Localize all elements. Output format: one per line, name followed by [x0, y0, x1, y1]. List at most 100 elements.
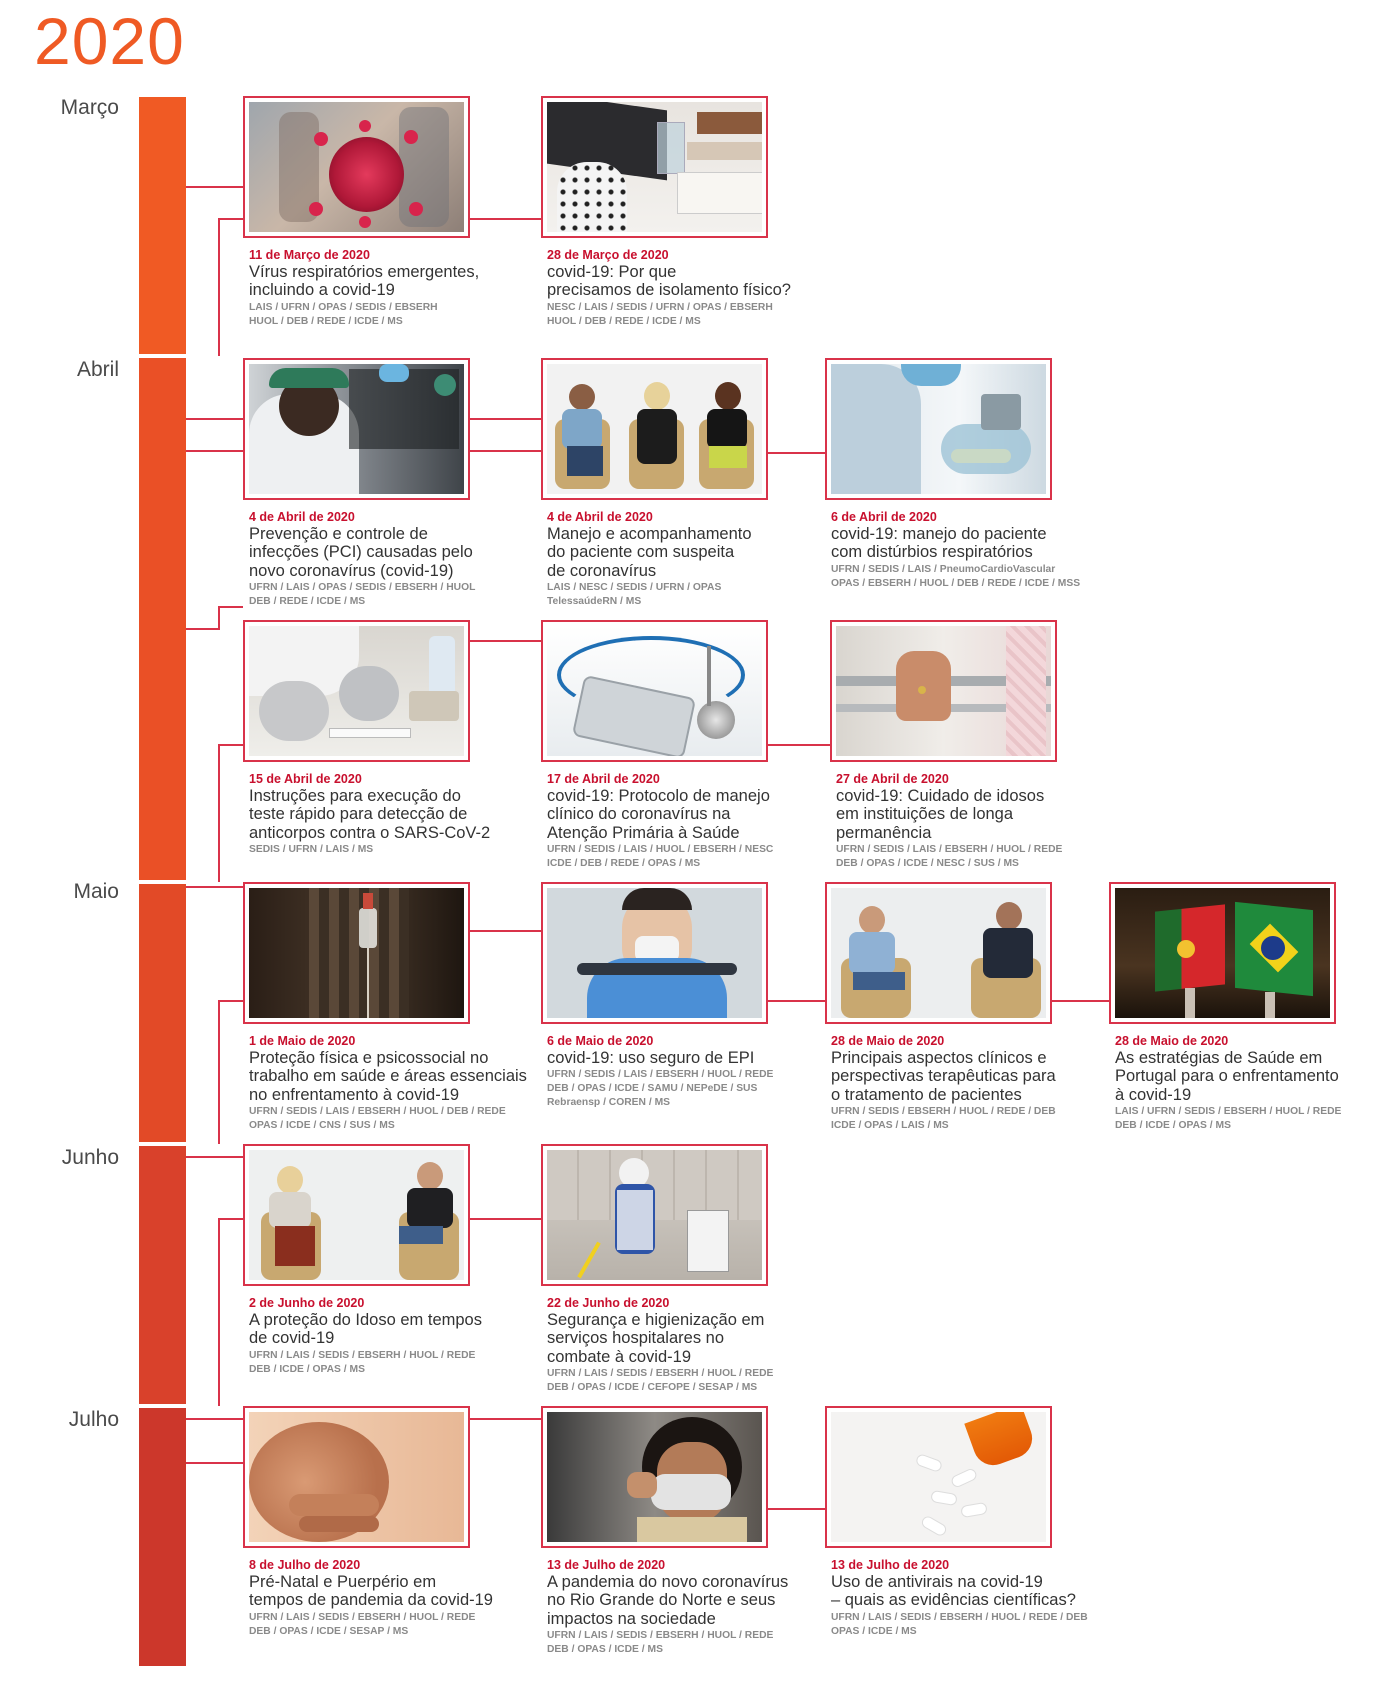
card-title-line: Portugal para o enfrentamento — [1115, 1067, 1339, 1086]
connector — [218, 218, 220, 356]
card-title-line: – quais as evidências científicas? — [831, 1591, 1076, 1610]
card-partners-line: DEB / OPAS / ICDE / MS — [547, 1643, 663, 1655]
card-partners-line: UFRN / SEDIS / LAIS / EBSERH / HUOL / DE… — [249, 1105, 506, 1117]
card-title-line: precisamos de isolamento físico? — [547, 281, 791, 300]
two-speakers-image — [825, 882, 1052, 1024]
connector — [186, 1462, 243, 1464]
card-partners-line: UFRN / LAIS / SEDIS / EBSERH / HUOL / RE… — [547, 1629, 774, 1641]
child-mask-image — [541, 1406, 768, 1548]
card-partners-line: UFRN / LAIS / SEDIS / EBSERH / HUOL / RE… — [249, 1611, 476, 1623]
month-label-abril: Abril — [76, 358, 119, 381]
card-text: A proteção do Idoso em tempos de covid-1… — [249, 1311, 482, 1377]
card-date: 4 de Abril de 2020 — [249, 510, 355, 524]
card-title-line: do paciente com suspeita — [547, 543, 735, 562]
card-title-line: o tratamento de pacientes — [831, 1085, 1022, 1104]
card-date: 6 de Abril de 2020 — [831, 510, 937, 524]
card-partners-line: UFRN / SEDIS / LAIS / EBSERH / HUOL / RE… — [836, 843, 1063, 855]
card-title-line: impactos na sociedade — [547, 1609, 716, 1628]
connector — [470, 1418, 541, 1420]
connector — [218, 1218, 220, 1406]
card-partners-line: DEB / ICDE / OPAS / MS — [249, 1363, 365, 1375]
card-partners-line: DEB / REDE / ICDE / MS — [249, 595, 366, 607]
connector — [470, 218, 541, 220]
card-title-line: covid-19: Cuidado de idosos — [836, 787, 1045, 805]
card-date: 28 de Março de 2020 — [547, 248, 669, 262]
card-title-line: A proteção do Idoso em tempos — [249, 1311, 482, 1329]
card-title-line: à covid-19 — [1115, 1085, 1192, 1104]
card-partners-line: UFRN / LAIS / SEDIS / EBSERH / HUOL / RE… — [249, 1349, 476, 1361]
card-date: 1 de Maio de 2020 — [249, 1034, 356, 1048]
connector — [1052, 1000, 1109, 1002]
card-date: 4 de Abril de 2020 — [547, 510, 653, 524]
card-title-line: Manejo e acompanhamento — [547, 525, 752, 543]
connector — [768, 1508, 825, 1510]
card-partners-line: DEB / OPAS / ICDE / NESC / SUS / MS — [836, 857, 1019, 869]
card-text: covid-19: manejo do paciente com distúrb… — [831, 525, 1080, 591]
card-title-line: A pandemia do novo coronavírus — [547, 1573, 789, 1591]
card-title-line: incluindo a covid-19 — [249, 281, 395, 300]
card-title-line: combate à covid-19 — [547, 1347, 691, 1366]
card-partners-line: DEB / OPAS / ICDE / CEFOPE / SESAP / MS — [547, 1381, 758, 1393]
card-text: Instruções para execução do teste rápido… — [249, 787, 490, 857]
card-title-line: Segurança e higienização em — [547, 1311, 765, 1329]
flags-image — [1109, 882, 1336, 1024]
card-partners-line: UFRN / SEDIS / LAIS / EBSERH / HUOL / RE… — [547, 1069, 774, 1081]
card-text: Pré-Natal e Puerpério em tempos de pande… — [249, 1573, 493, 1639]
card-title-line: covid-19: uso seguro de EPI — [547, 1049, 755, 1067]
month-bar-julho — [139, 1408, 186, 1666]
card-date: 28 de Maio de 2020 — [831, 1034, 945, 1048]
card-title-line: covid-19: manejo do paciente — [831, 525, 1047, 543]
card-title-line: anticorpos contra o SARS-CoV-2 — [249, 823, 491, 842]
month-label-junho: Junho — [61, 1146, 119, 1169]
card-text: A pandemia do novo coronavírus no Rio Gr… — [547, 1573, 788, 1657]
connector — [186, 886, 243, 888]
month-label-julho: Julho — [68, 1408, 119, 1431]
card-date: 27 de Abril de 2020 — [836, 772, 949, 786]
card-partners-line: UFRN / LAIS / SEDIS / EBSERH / HUOL / RE… — [831, 1611, 1088, 1623]
card-title-line: Proteção física e psicossocial no — [249, 1049, 489, 1067]
card-title-line: Instruções para execução do — [249, 787, 461, 805]
connector — [186, 450, 243, 452]
three-speakers-image — [541, 358, 768, 500]
ventilator-image — [825, 358, 1052, 500]
card-title-line: tempos de pandemia da covid-19 — [249, 1591, 493, 1610]
card-title-line: Pré-Natal e Puerpério em — [249, 1573, 437, 1591]
card-title-line: de covid-19 — [249, 1329, 335, 1348]
connector — [470, 1218, 541, 1220]
elderly-hand-image — [830, 620, 1057, 762]
connector — [470, 640, 541, 642]
card-text: covid-19: Cuidado de idosos em instituiç… — [836, 787, 1062, 871]
month-bar-marco — [139, 97, 186, 354]
card-date: 11 de Março de 2020 — [249, 248, 370, 262]
card-title-line: Vírus respiratórios emergentes, — [249, 263, 480, 281]
connector — [218, 1000, 220, 1144]
card-title-line: no enfrentamento à covid-19 — [249, 1085, 460, 1104]
card-partners-line: UFRN / SEDIS / LAIS / HUOL / EBSERH / NE… — [547, 843, 774, 855]
card-title-line: serviços hospitalares no — [547, 1329, 725, 1348]
card-title-line: teste rápido para detecção de — [249, 805, 468, 824]
month-label-maio: Maio — [73, 880, 119, 903]
laptop-home-image — [541, 96, 768, 238]
month-bar-junho — [139, 1146, 186, 1404]
connector — [218, 1000, 243, 1002]
card-title-line: infecções (PCI) causadas pelo — [249, 543, 473, 562]
card-title-line: no Rio Grande do Norte e seus — [547, 1591, 776, 1610]
connector — [470, 418, 541, 420]
card-partners-line: DEB / ICDE / OPAS / MS — [1115, 1119, 1231, 1131]
card-text: Uso de antivirais na covid-19 – quais as… — [831, 1573, 1088, 1639]
connector — [470, 450, 541, 452]
cleaning-image — [541, 1144, 768, 1286]
connector — [186, 186, 243, 188]
card-title-line: de coronavírus — [547, 561, 657, 580]
card-partners-line: ICDE / OPAS / LAIS / MS — [831, 1119, 949, 1131]
connector — [768, 1000, 825, 1002]
card-date: 28 de Maio de 2020 — [1115, 1034, 1229, 1048]
card-title-line: com distúrbios respiratórios — [831, 543, 1033, 562]
card-text: Prevenção e controle de infecções (PCI) … — [249, 525, 475, 609]
interview-image — [243, 1144, 470, 1286]
connector — [218, 744, 220, 882]
card-title-line: clínico do coronavírus na — [547, 805, 731, 824]
card-title-line: perspectivas terapêuticas para — [831, 1067, 1056, 1086]
card-partners-line: Rebraensp / COREN / MS — [547, 1097, 671, 1109]
connector — [186, 1418, 243, 1420]
